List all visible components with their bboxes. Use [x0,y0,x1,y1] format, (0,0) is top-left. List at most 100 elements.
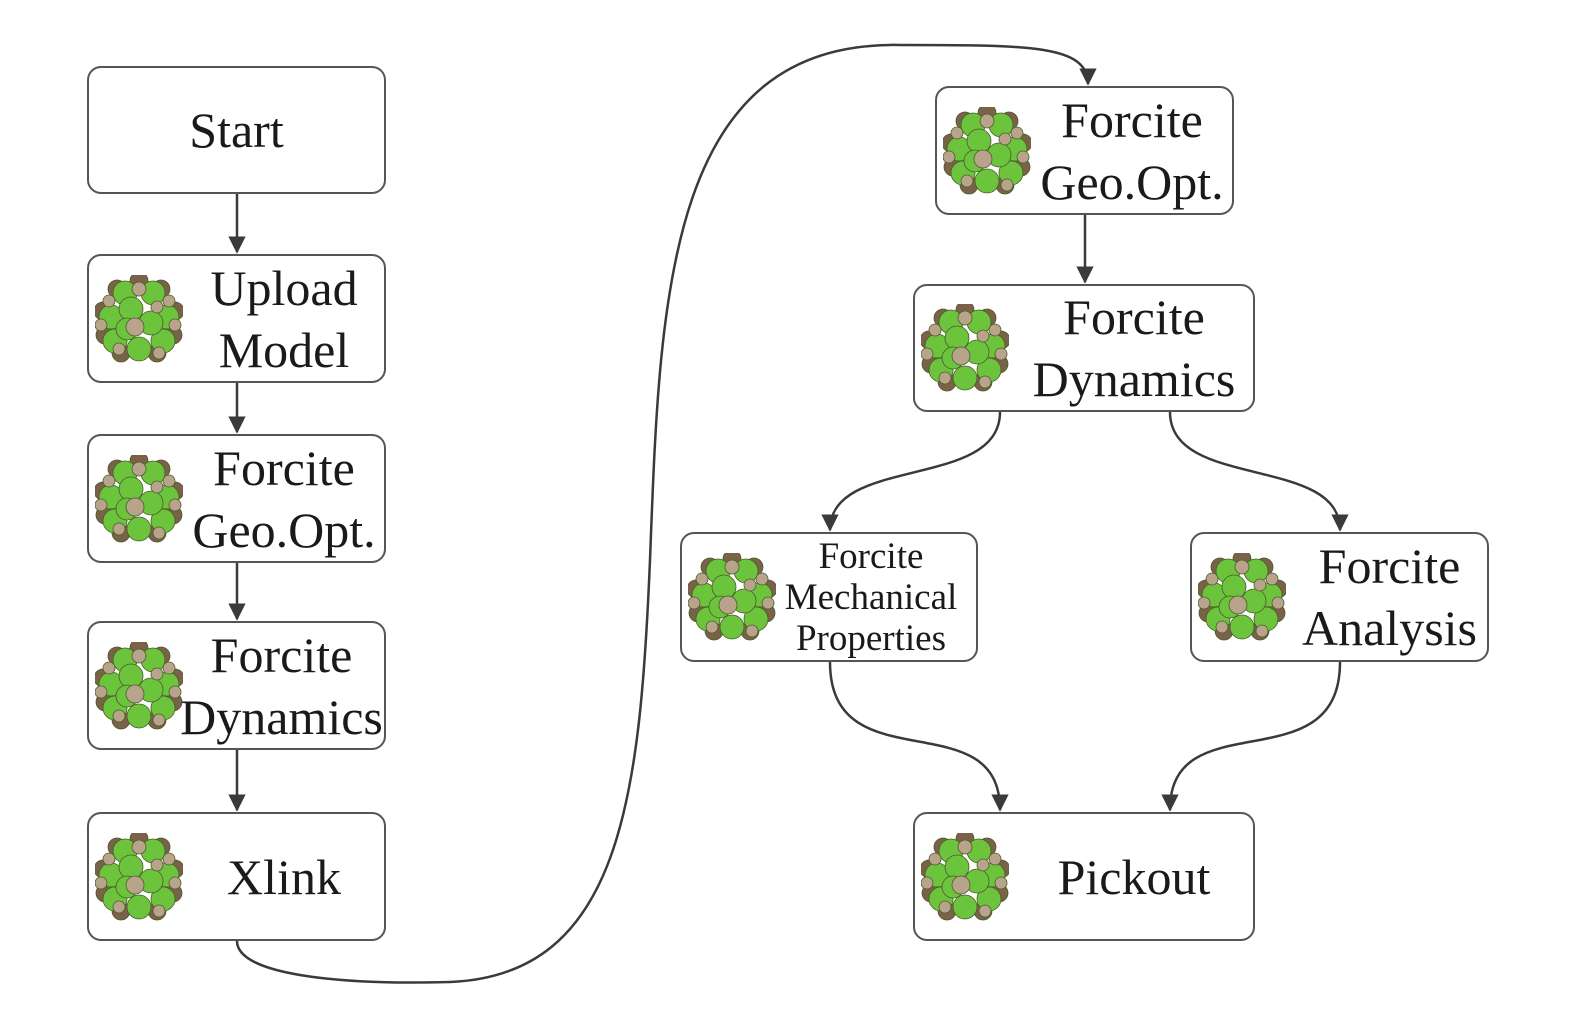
atom-sphere [938,900,952,913]
atom-sphere [1229,614,1255,640]
atom-sphere [1205,572,1219,586]
atom-sphere [152,713,166,726]
atom-sphere [974,168,1000,193]
pickout-label: Pickout [1057,848,1211,905]
forcite-geo-opt-box-left: Forcite Geo.Opt. [87,434,386,563]
atom-sphere [126,703,152,728]
atom-sphere [1221,574,1247,600]
atom-sphere [921,347,934,361]
atom-sphere [95,318,108,331]
atom-sphere [162,661,176,674]
atom-sphere [118,296,144,321]
atom-sphere [994,876,1008,889]
atom-sphere [695,572,709,586]
atom-sphere [131,461,147,476]
atom-sphere [928,852,942,865]
atom-sphere [938,371,952,385]
atom-sphere [126,516,152,541]
atom-sphere [928,323,942,337]
atom-sphere [125,497,145,516]
atom-sphere [976,329,990,343]
atom-sphere [705,620,719,634]
forcite-analysis-label: Forcite Analysis [1302,538,1477,656]
atom-sphere [162,852,176,865]
atom-sphere [112,342,126,355]
atom-sphere [1253,578,1267,592]
atom-sphere [102,294,116,307]
atom-sphere [125,684,145,703]
arrow-dynamics-to-analysis [1168,411,1349,532]
forcite-geo-opt-label-left: Forcite Geo.Opt. [192,439,376,558]
forcite-mechanical-properties-box: Forcite Mechanical Properties [680,532,978,662]
atom-sphere [1271,596,1285,610]
atom-sphere [152,904,166,917]
arrow-analysis-to-pickout [1161,661,1342,812]
atom-sphere [131,648,147,663]
atom-sphere [150,300,164,313]
atom-sphere [960,174,974,187]
atom-sphere [168,685,182,698]
atom-sphere [1265,572,1279,586]
atom-sphere [973,149,993,168]
atom-sphere [755,572,769,586]
atom-sphere [943,150,956,163]
atom-sphere [988,323,1002,337]
atom-sphere [118,476,144,501]
molecule-cluster-icon [688,553,776,641]
molecule-cluster-icon [95,454,183,542]
molecule-cluster-icon [95,274,183,362]
atom-sphere [112,709,126,722]
atom-sphere [1215,620,1229,634]
molecule-cluster-icon [943,106,1031,194]
atom-sphere [952,894,978,919]
atom-sphere [95,876,108,889]
atom-sphere [719,614,745,640]
atom-sphere [1234,559,1250,575]
atom-sphere [743,578,757,592]
atom-sphere [95,498,108,511]
atom-sphere [951,875,971,894]
start-box: Start [87,66,386,194]
atom-sphere [688,596,701,610]
atom-sphere [162,294,176,307]
atom-sphere [168,876,182,889]
atom-sphere [978,375,992,389]
atom-sphere [131,281,147,296]
atom-sphere [102,474,116,487]
atom-sphere [957,839,973,854]
arrow-mechanical-to-pickout [828,661,1009,812]
forcite-geo-opt-box-right: Forcite Geo.Opt. [935,86,1234,215]
atom-sphere [1016,150,1030,163]
atom-sphere [112,900,126,913]
atom-sphere [978,904,992,917]
atom-sphere [1255,624,1269,638]
atom-sphere [152,346,166,359]
atom-sphere [951,346,971,366]
atom-sphere [944,854,970,879]
atom-sphere [724,559,740,575]
atom-sphere [1010,126,1024,139]
forcite-analysis-box: Forcite Analysis [1190,532,1489,662]
atom-sphere [102,852,116,865]
atom-sphere [988,852,1002,865]
start-label: Start [189,102,284,158]
atom-sphere [950,126,964,139]
atom-sphere [952,365,978,391]
molecule-cluster-icon [95,641,183,729]
atom-sphere [921,876,934,889]
atom-sphere [102,661,116,674]
forcite-dynamics-box-right: Forcite Dynamics [913,284,1255,412]
molecule-cluster-icon [921,832,1009,920]
atom-sphere [966,128,992,153]
atom-sphere [150,480,164,493]
forcite-dynamics-label-right: Forcite Dynamics [1032,289,1236,407]
forcite-dynamics-label-left: Forcite Dynamics [180,626,383,745]
atom-sphere [162,474,176,487]
atom-sphere [711,574,737,600]
atom-sphere [118,854,144,879]
xlink-box: Xlink [87,812,386,941]
forcite-mechanical-properties-label: Forcite Mechanical Properties [784,535,958,659]
atom-sphere [998,132,1012,145]
